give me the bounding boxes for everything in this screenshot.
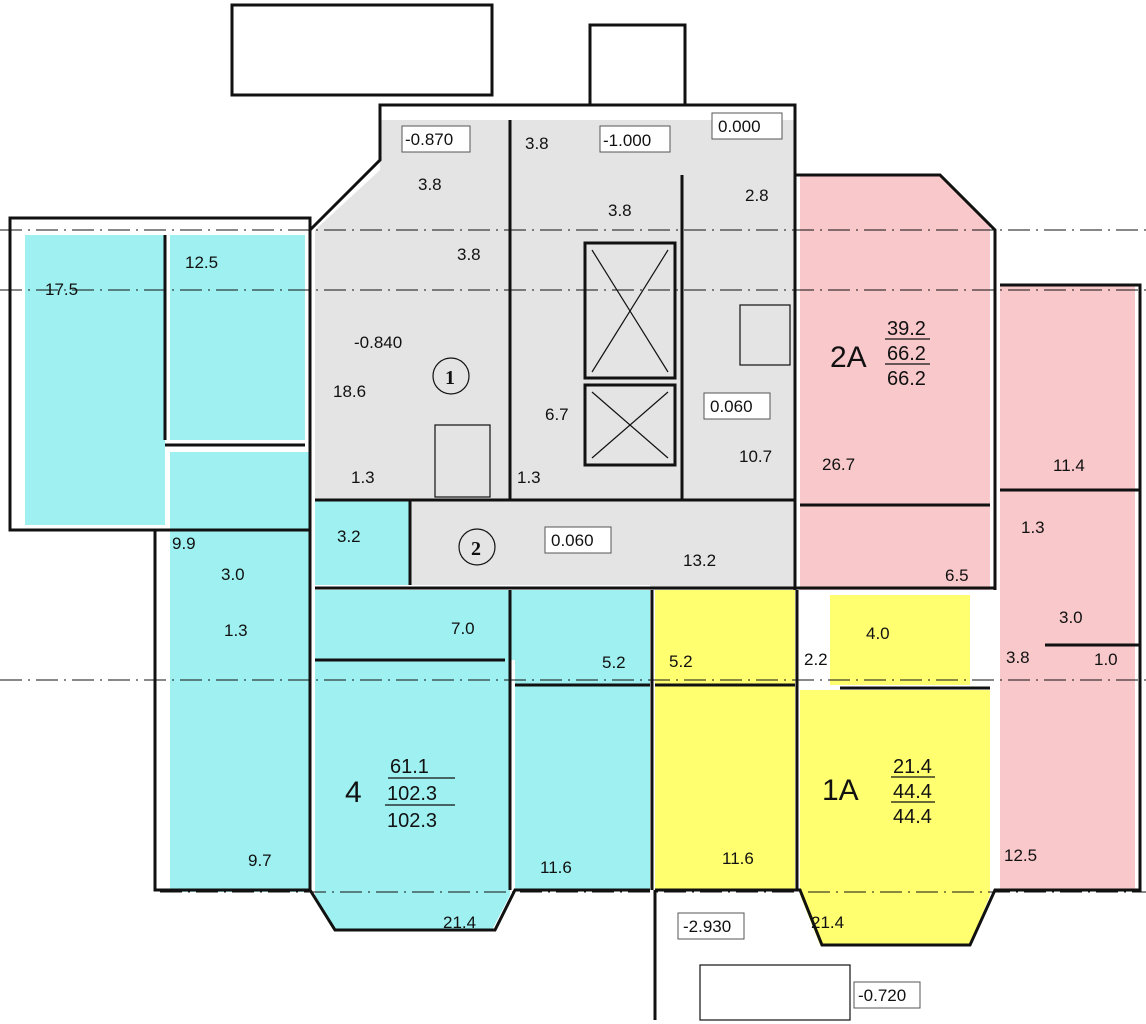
living-area: 21.4	[893, 756, 932, 778]
room-area: 1.3	[351, 468, 375, 487]
room-area: 11.6	[540, 858, 572, 877]
room-area: 3.8	[525, 134, 549, 153]
apartment-type: 2A	[830, 341, 867, 374]
total-area-2: 44.4	[893, 806, 932, 828]
room-area: 12.5	[185, 253, 218, 272]
room-area: 5.2	[602, 653, 626, 672]
room-area: 5.2	[669, 652, 693, 671]
room-area: 6.7	[545, 405, 569, 424]
room-area: 11.4	[1053, 456, 1085, 475]
room-fill	[25, 235, 165, 525]
level-mark: 0.060	[551, 531, 594, 550]
total-area-2: 102.3	[387, 810, 437, 832]
room-area: 7.0	[451, 619, 475, 638]
apartment-type: 4	[345, 776, 362, 809]
room-area: 4.0	[866, 624, 890, 643]
room-area: 3.8	[608, 201, 632, 220]
room-area: 21.4	[443, 913, 476, 932]
room-fill	[1000, 285, 1135, 890]
room-area: 2.8	[745, 186, 769, 205]
living-area: 39.2	[887, 318, 926, 340]
room-area: 13.2	[683, 551, 716, 570]
room-area: 1.3	[224, 621, 248, 640]
apartment-2a-area	[800, 175, 1135, 890]
room-area: 1.3	[517, 468, 541, 487]
room-area: 3.8	[1006, 648, 1030, 667]
room-fill	[800, 690, 990, 945]
room-area: 6.5	[945, 566, 969, 585]
room-area: 10.7	[739, 447, 772, 466]
room-area: 2.2	[804, 650, 828, 669]
zone-marker: 2	[471, 538, 481, 560]
room-area: 9.7	[248, 851, 272, 870]
room-fill	[515, 660, 650, 890]
room-area: 17.5	[45, 280, 78, 299]
apartment-4-area	[25, 235, 650, 930]
room-area: 3.8	[418, 175, 442, 194]
level-mark: 0.060	[710, 397, 753, 416]
total-area: 102.3	[387, 783, 437, 805]
room-fill	[800, 175, 990, 590]
level-mark: -0.870	[405, 130, 453, 149]
room-area: 12.5	[1004, 846, 1037, 865]
room-fill	[315, 500, 410, 585]
level-mark: 0.000	[718, 117, 761, 136]
total-area: 66.2	[887, 343, 926, 365]
room-area: 3.8	[457, 245, 481, 264]
room-fill	[315, 590, 650, 660]
level-mark: -0.720	[858, 986, 906, 1005]
room-area: 18.6	[333, 382, 366, 401]
room-area: 3.0	[1059, 608, 1083, 627]
room-fill	[315, 660, 510, 930]
apartment-type: 1A	[822, 774, 859, 807]
apartment-1a-area	[655, 590, 990, 945]
total-area-2: 66.2	[887, 368, 926, 390]
level-mark: -1.000	[603, 131, 651, 150]
walls	[0, 3, 1146, 1021]
zone-marker: 1	[445, 367, 455, 389]
room-fill	[655, 590, 795, 890]
room-area: 3.2	[337, 527, 361, 546]
room-area: 1.0	[1094, 650, 1118, 669]
room-area: 11.6	[722, 849, 754, 868]
room-area: 9.9	[172, 534, 196, 553]
room-area: 21.4	[811, 913, 844, 932]
level-mark: -2.930	[683, 917, 731, 936]
room-fill	[830, 595, 970, 685]
room-area: 3.0	[221, 565, 245, 584]
room-fill	[170, 235, 305, 440]
living-area: 61.1	[390, 756, 429, 778]
total-area: 44.4	[893, 781, 932, 803]
room-area: 26.7	[822, 455, 855, 474]
level-mark: -0.840	[354, 333, 402, 352]
room-fill	[170, 452, 310, 892]
room-area: 1.3	[1021, 518, 1045, 537]
